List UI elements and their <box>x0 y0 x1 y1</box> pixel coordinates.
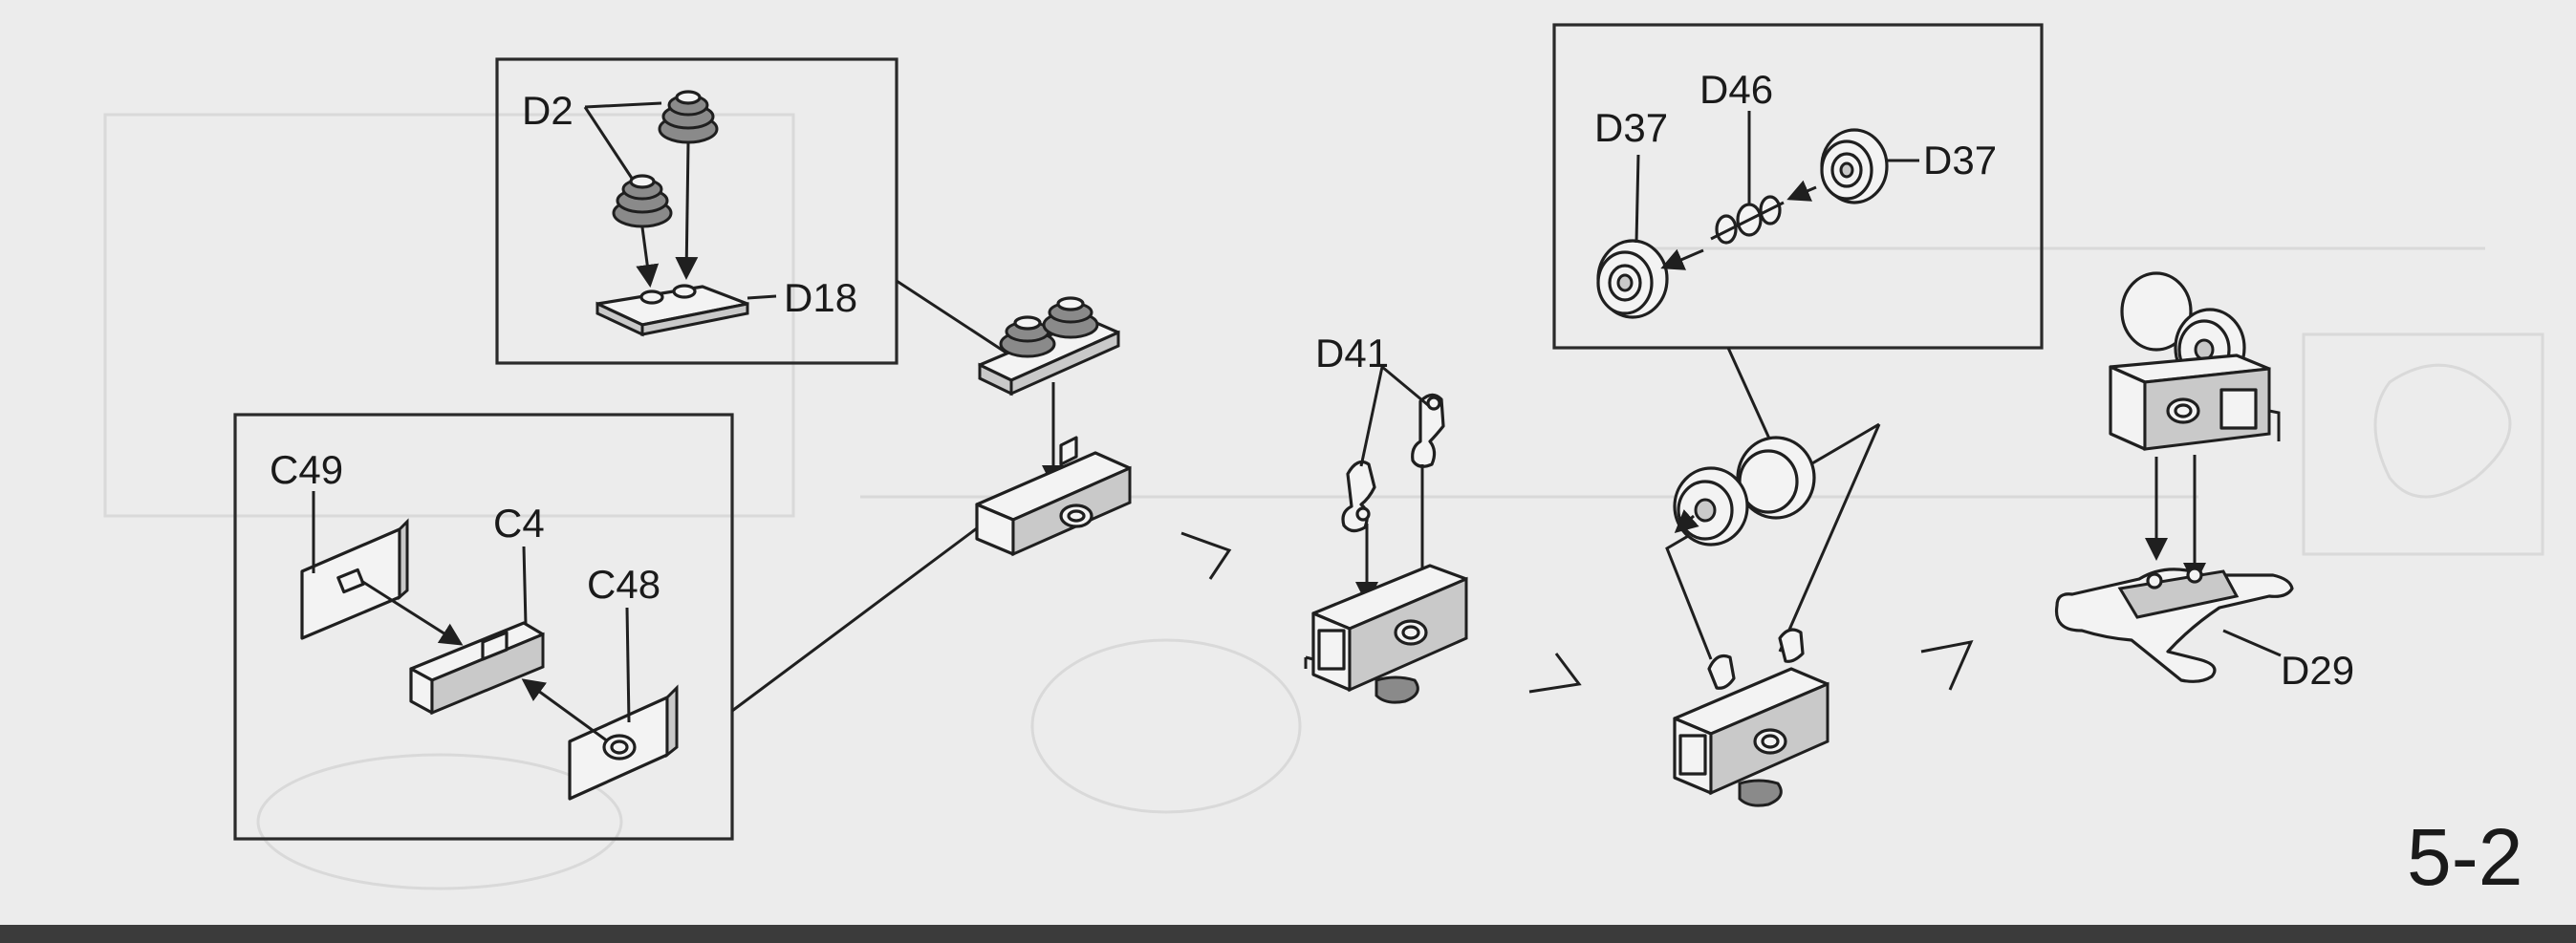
leader-inset3-to-assembly <box>1726 347 1776 450</box>
part-c48-plate <box>568 684 679 801</box>
inset-d37-d46: D37 D46 D37 <box>1552 23 2044 350</box>
label-c48: C48 <box>587 562 660 607</box>
label-d41: D41 <box>1315 331 1389 375</box>
label-d37-left: D37 <box>1594 105 1668 150</box>
leader-inset2-to-assembly <box>731 518 989 713</box>
inset-frame-d2-d18 <box>495 57 898 365</box>
part-d29-base <box>2054 567 2294 683</box>
subassembly-c <box>1673 436 1829 807</box>
inset-c49-c4-c48: C49 C4 C48 <box>233 413 734 841</box>
step-arrow-3 <box>1920 639 1974 691</box>
label-d18: D18 <box>784 275 857 320</box>
subassembly-b: D41 <box>1304 331 1468 704</box>
label-d46: D46 <box>1699 67 1773 112</box>
subassembly-a-base <box>975 436 1132 557</box>
inset-frame-c49-c4-c48 <box>233 413 734 841</box>
part-c4-channel <box>409 621 545 716</box>
inset-d2-d18: D2 D18 <box>495 57 898 365</box>
step-arrow-1 <box>1180 531 1232 580</box>
label-c4: C4 <box>493 501 545 546</box>
part-c49-plate <box>300 518 409 640</box>
label-d37-right: D37 <box>1923 138 1997 182</box>
leader-inset1-to-assembly <box>896 279 1008 355</box>
subassembly-a-top <box>978 296 1120 396</box>
inset-frame-d37-d46 <box>1552 23 2044 350</box>
subassembly-d-top <box>2109 271 2281 451</box>
part-d41-clip-right <box>1411 393 1445 468</box>
step-number: 5-2 <box>2407 812 2522 902</box>
label-d29: D29 <box>2281 648 2354 693</box>
part-d41-clip-left <box>1341 461 1376 533</box>
part-d2-cone-right <box>658 90 719 144</box>
subassembly-d: D29 <box>2054 271 2354 693</box>
part-d46-axle <box>1710 195 1785 245</box>
step-arrow-2 <box>1528 653 1582 694</box>
label-d2: D2 <box>522 88 574 133</box>
subassembly-a <box>975 296 1132 557</box>
background-print-through <box>103 113 2544 890</box>
part-d37-wheel-left <box>1596 239 1669 319</box>
part-d37-wheel-right <box>1820 128 1889 204</box>
page-bottom-edge <box>0 925 2576 943</box>
subassembly-b-base <box>1304 564 1468 704</box>
label-c49: C49 <box>270 447 343 492</box>
subassembly-c-base <box>1673 628 1829 807</box>
subassembly-c-wheels <box>1673 436 1816 547</box>
part-d2-cone-left <box>612 174 673 228</box>
part-d18-plate <box>595 284 749 337</box>
